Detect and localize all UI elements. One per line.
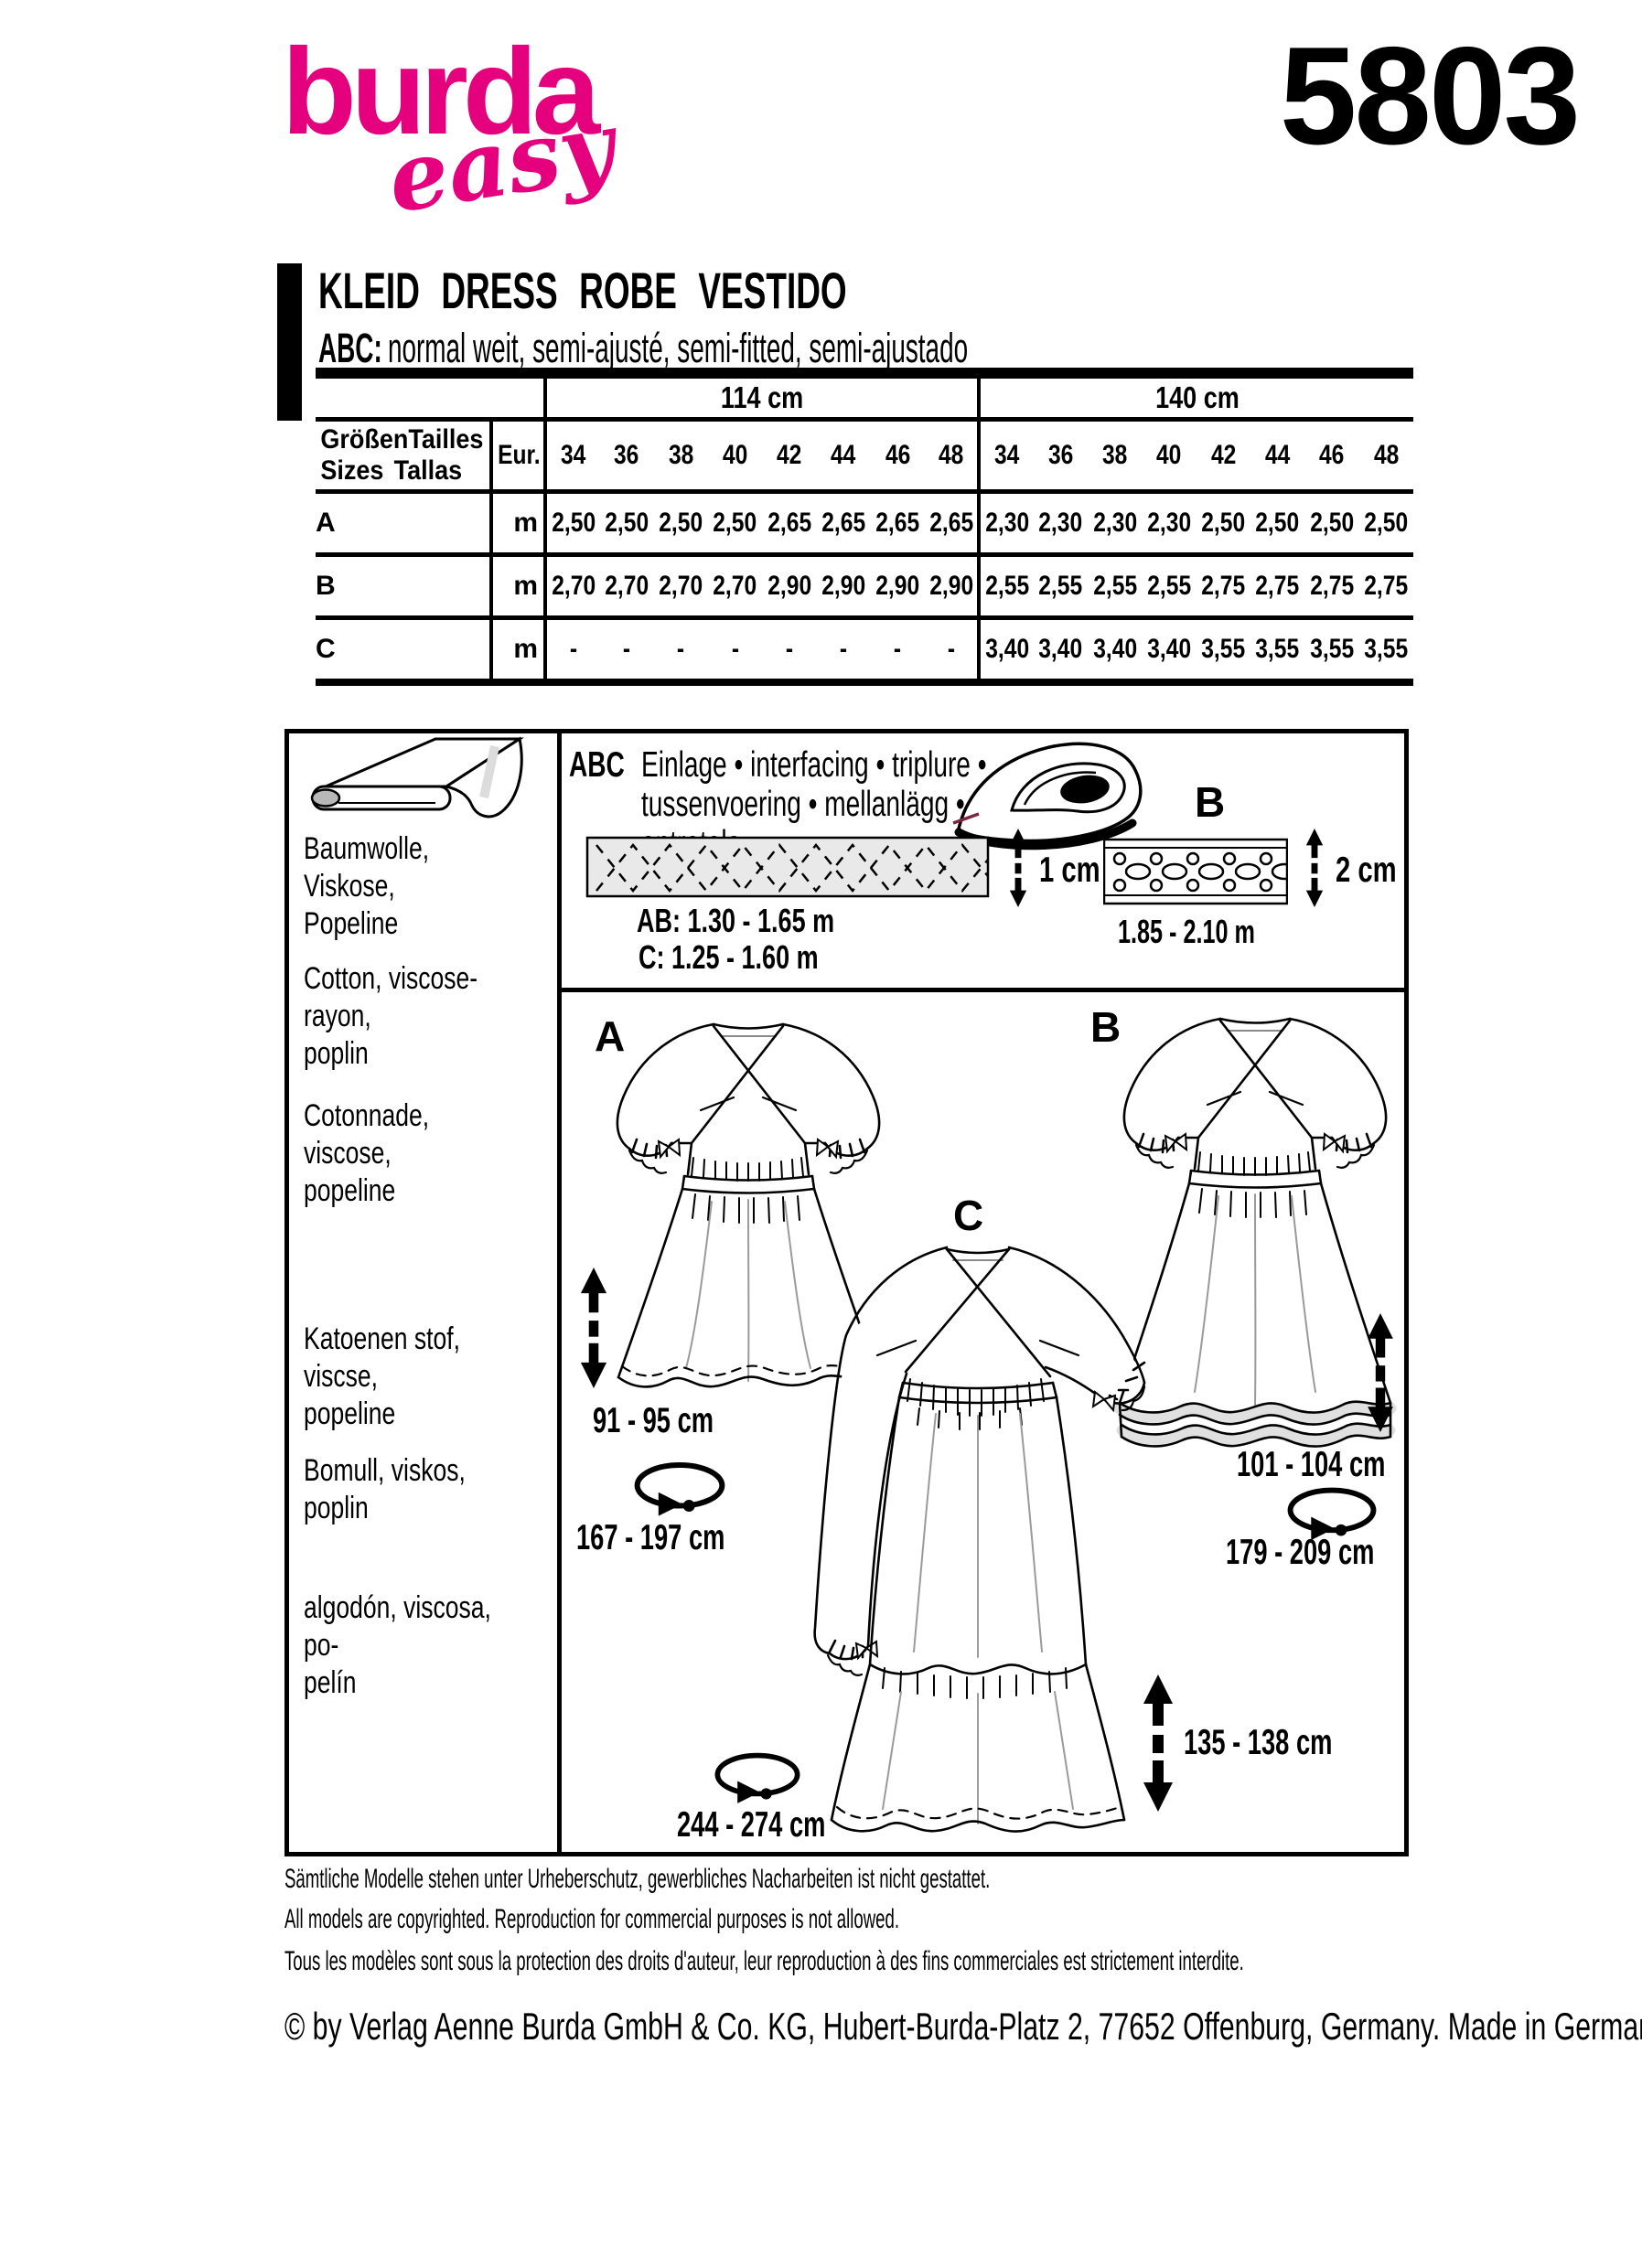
copyright-line-en: All models are copyrighted. Reproduction… (284, 1904, 899, 1934)
circumference-icon (714, 1752, 800, 1803)
fit-description: ABC:normal weit, semi-ajusté, semi-fitte… (318, 327, 1366, 369)
interfacing-view-letters: ABC (569, 745, 625, 785)
copyright-line-fr: Tous les modèles sont sous la protection… (284, 1946, 1244, 1976)
ribbon-diagram (1103, 838, 1288, 905)
table-row: 114 cm 140 cm (316, 373, 1413, 422)
interfacing-section-divider (562, 988, 1409, 992)
dress-a-drawing (616, 1022, 881, 1388)
burda-logo: burda (282, 24, 600, 160)
ribbon-range: 1.85 - 2.10 m (1118, 913, 1255, 950)
ribbon-view-label: B (1195, 778, 1226, 826)
fabric-item-de: Baumwolle, Viskose, Popeline (304, 831, 430, 941)
title-accent-bar (277, 263, 302, 421)
width-arrow-icon (1305, 829, 1324, 907)
fabric-item-fr: Cotonnade, viscose, popeline (304, 1098, 430, 1208)
fabric-width-header-114: 114 cm (542, 373, 980, 422)
circumference-icon (1287, 1487, 1377, 1541)
dress-c-drawing (813, 1246, 1146, 1833)
subtitle-view-letters: ABC: (318, 325, 382, 371)
garment-b-circumference: 179 - 209 cm (1226, 1533, 1375, 1572)
garment-a-length: 91 - 95 cm (593, 1401, 714, 1440)
circumference-icon (634, 1462, 725, 1516)
interfacing-width-label: 1 cm (1039, 850, 1100, 890)
subtitle-text: normal weit, semi-ajusté, semi-fitted, s… (387, 325, 969, 371)
garment-b-length: 101 - 104 cm (1237, 1445, 1386, 1484)
length-arrow-icon (580, 1268, 607, 1388)
fabric-bolt-icon (310, 736, 525, 818)
interfacing-names: Einlage • interfacing • triplure • tusse… (640, 745, 987, 863)
ribbon-width-label: 2 cm (1336, 850, 1397, 890)
garment-b-label: B (1090, 1003, 1121, 1051)
garment-c-label: C (953, 1192, 984, 1239)
table-row-view-a: A m 2,50 2,50 2,50 2,50 2,65 2,65 2,65 2… (316, 491, 1413, 557)
fabric-width-header-140: 140 cm (977, 373, 1413, 422)
left-column-divider (557, 729, 562, 1856)
fabric-item-nl: Katoenen stof, viscse, popeline (304, 1321, 461, 1431)
garment-a-circumference: 167 - 197 cm (576, 1518, 725, 1557)
interfacing-c-range: C: 1.25 - 1.60 m (639, 938, 819, 976)
publisher-copyright-line: © by Verlag Aenne Burda GmbH & Co. KG, H… (284, 2005, 1642, 2048)
table-row-view-c: C m - - - - - - - - 3,40 3,40 3,40 3,40 … (316, 617, 1413, 686)
interfacing-ab-range: AB: 1.30 - 1.65 m (637, 902, 835, 939)
table-row-view-b: B m 2,70 2,70 2,70 2,70 2,90 2,90 2,90 2… (316, 554, 1413, 620)
pattern-number: 5803 (1279, 18, 1581, 174)
page-title: KLEID DRESS ROBE VESTIDO (318, 262, 847, 319)
length-arrow-icon (1143, 1674, 1173, 1812)
interfacing-heading: ABC Einlage • interfacing • triplure • t… (569, 745, 1121, 864)
content-box (284, 729, 1409, 1856)
garment-c-circumference: 244 - 274 cm (677, 1805, 826, 1845)
fabric-item-sv: Bomull, viskos, poplin (304, 1453, 466, 1525)
fabric-item-en: Cotton, viscose-rayon, poplin (304, 961, 478, 1071)
fabric-item-es: algodón, viscosa, po- pelín (304, 1590, 491, 1700)
garment-c-length: 135 - 138 cm (1184, 1723, 1333, 1762)
garment-a-label: A (595, 1012, 626, 1060)
interfacing-strip-diagram (585, 836, 990, 898)
length-arrow-icon (1368, 1313, 1393, 1432)
width-arrow-icon (1009, 829, 1027, 907)
dress-b-drawing (1113, 1017, 1397, 1448)
copyright-line-de: Sämtliche Modelle stehen unter Urhebersc… (284, 1864, 991, 1894)
iron-icon (952, 742, 1143, 850)
eur-label-cell: Eur. (489, 419, 545, 494)
